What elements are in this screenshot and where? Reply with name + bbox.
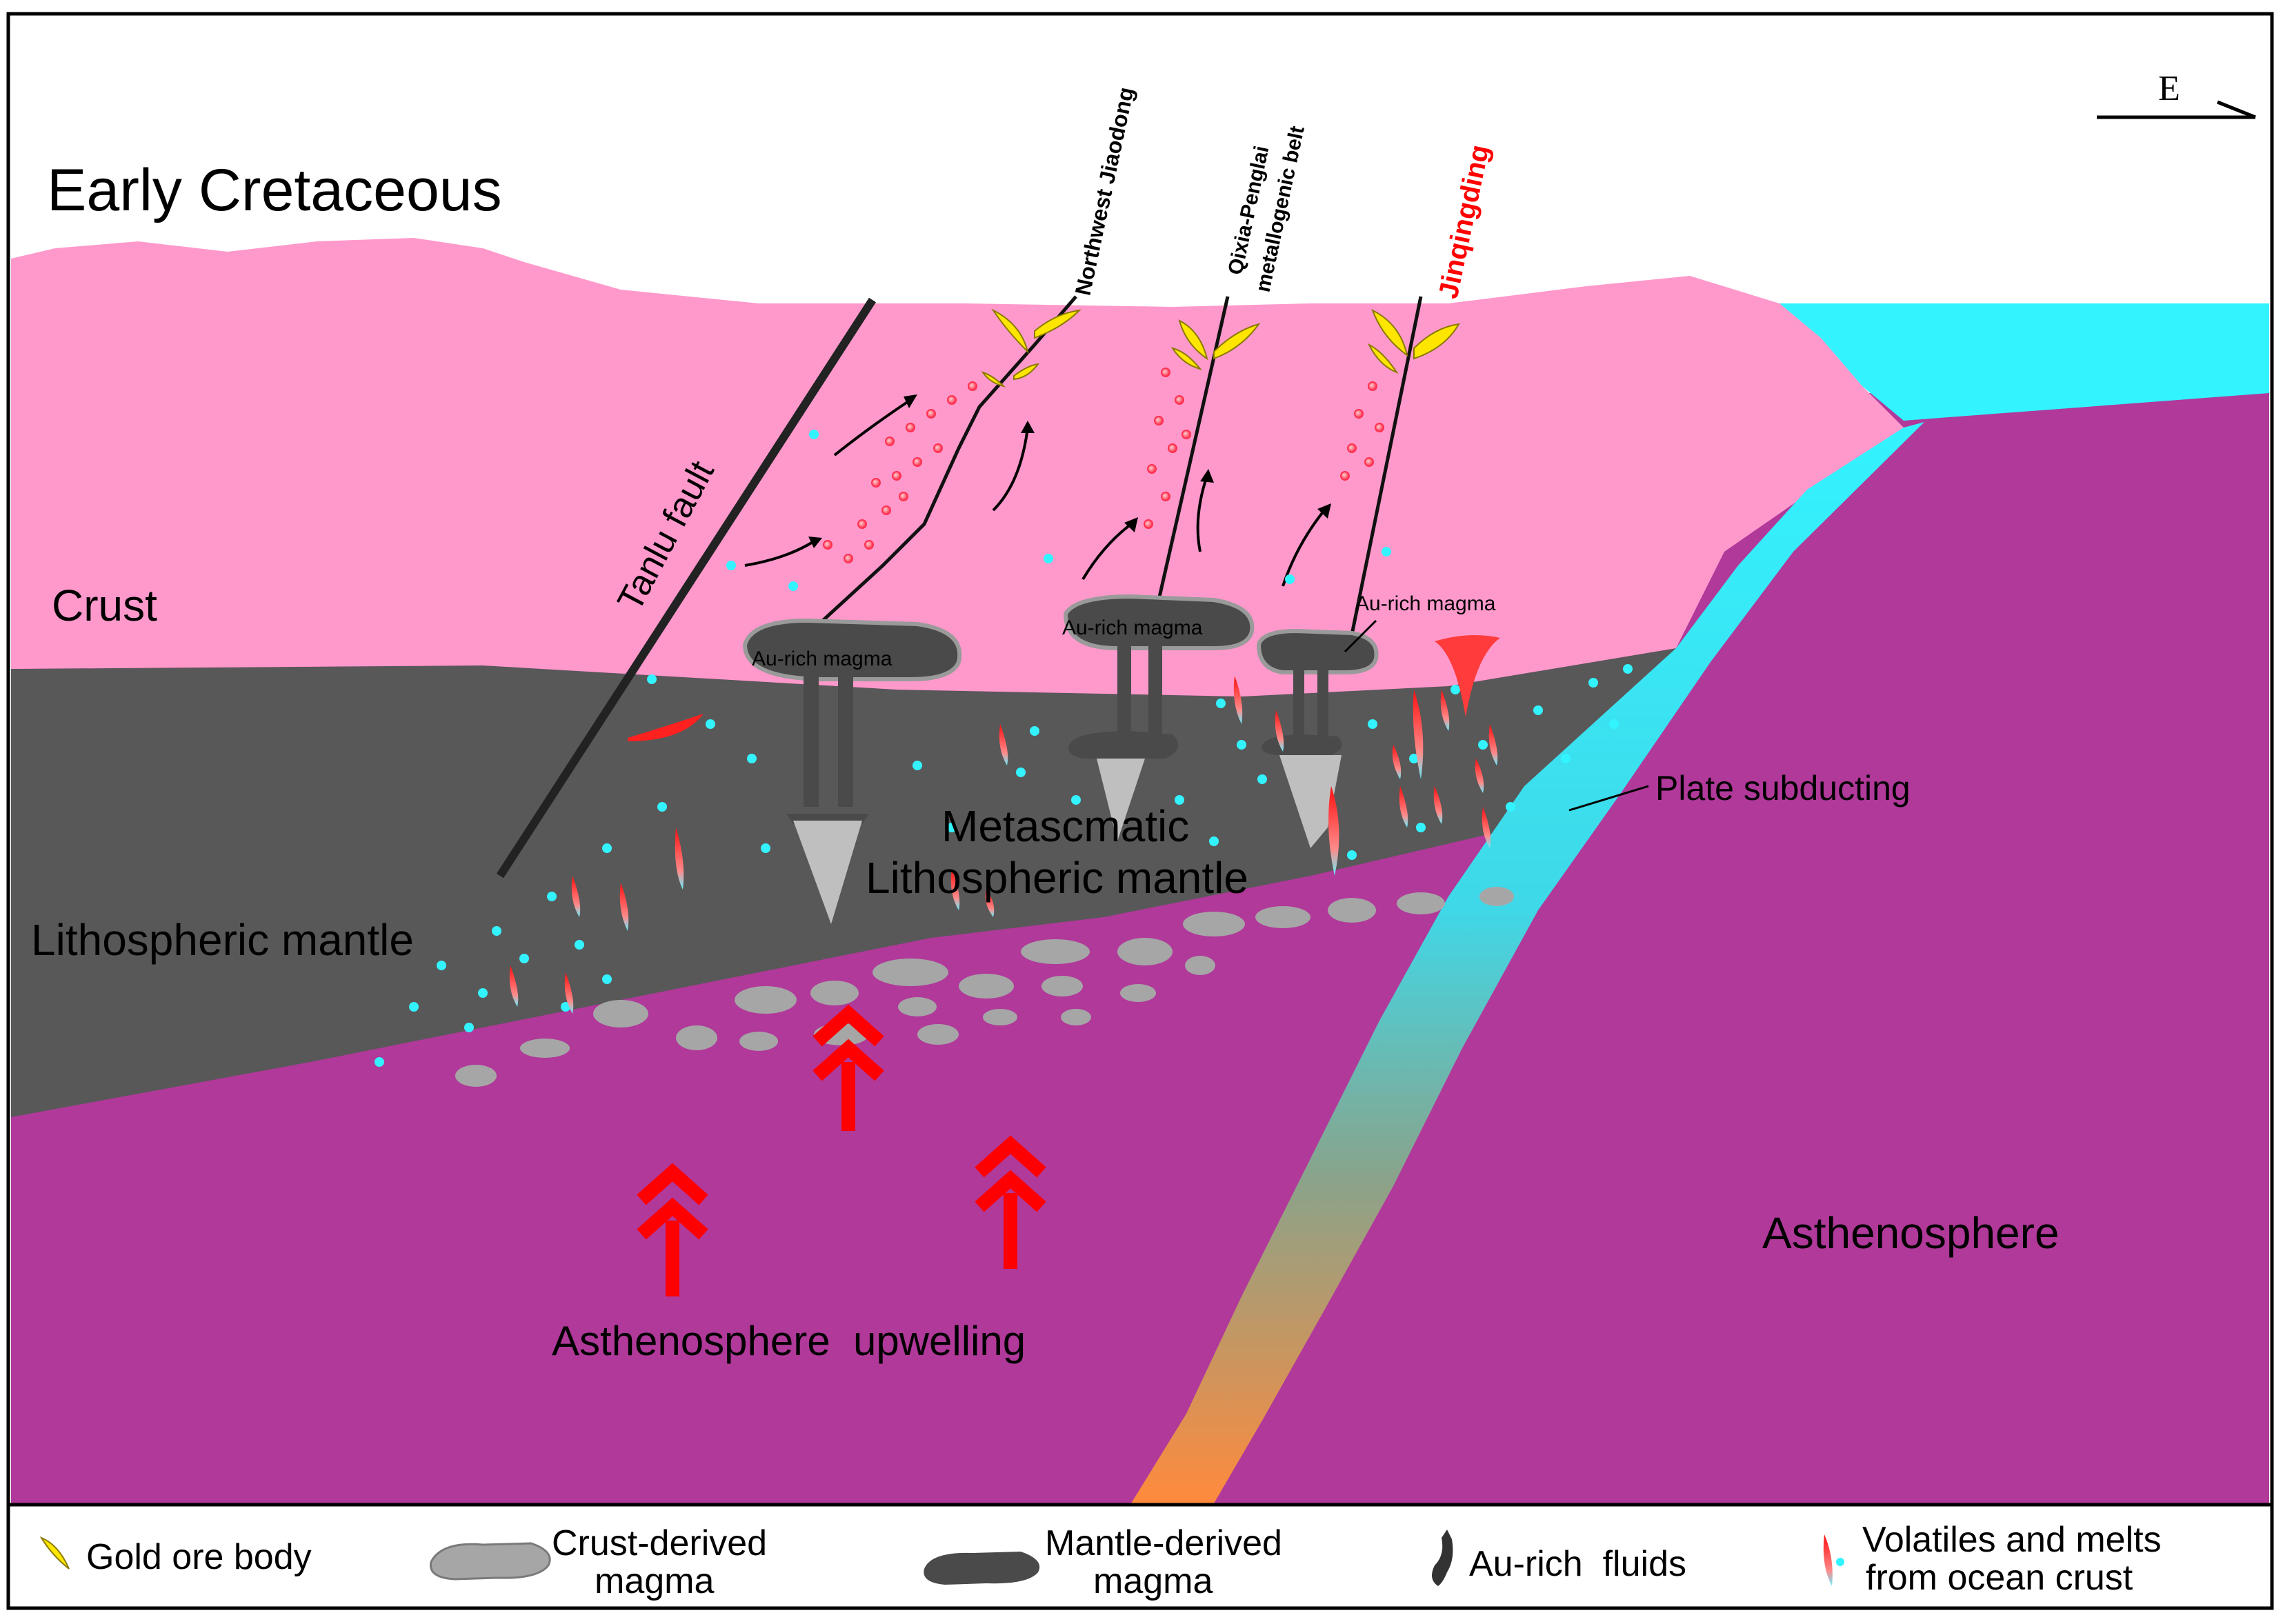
melt-streak	[628, 714, 704, 741]
crust-magma-legend-icon	[429, 1542, 551, 1581]
gold-ore-legend-label: Gold ore body	[86, 1537, 312, 1577]
melt-funnel	[1435, 635, 1500, 717]
volatiles-legend-line2: from ocean crust	[1866, 1558, 2133, 1598]
plate-label-leader	[1568, 785, 1649, 812]
lithospheric-mantle-label: Lithospheric mantle	[31, 915, 414, 965]
mantle-derived-magma-bodies	[742, 594, 1379, 924]
au-fluids-legend-label: Au-rich fluids	[1469, 1544, 1686, 1584]
direction-label: E	[2158, 69, 2180, 108]
subducting-plate	[1131, 422, 1924, 1503]
magma-label-2: Au-rich magma	[1062, 616, 1203, 639]
diagram-title: Early Cretaceous	[47, 157, 502, 223]
crust-label: Crust	[52, 581, 157, 630]
magma-label-1: Au-rich magma	[752, 648, 893, 670]
volatiles-legend-icon	[1823, 1534, 1833, 1586]
upwelling-label: Asthenosphere upwelling	[552, 1318, 1026, 1364]
tanlu-fault-line	[496, 297, 877, 879]
upwelling-arrows	[637, 1004, 1046, 1296]
fluid-arrow-heads	[808, 394, 1331, 548]
lithospheric-mantle-layer	[11, 648, 1697, 1117]
magma-label-3: Au-rich magma	[1355, 592, 1496, 615]
plate-subducting-label: Plate subducting	[1655, 769, 1911, 808]
crust-layer	[11, 238, 1904, 696]
ocean-water	[1779, 303, 2269, 421]
metasomatic-label-line2: Lithospheric mantle	[866, 853, 1248, 903]
cyan-volatile-dots	[375, 430, 1633, 1067]
volatiles-legend-dot	[1836, 1558, 1844, 1566]
red-volatile-bubbles	[823, 368, 1384, 563]
gold-ore-bodies	[981, 308, 1460, 388]
mantle-magma-legend-line1: Mantle-derived	[1045, 1523, 1282, 1563]
direction-indicator: E	[2097, 69, 2256, 119]
volatiles-legend-line1: Volatiles and melts	[1862, 1520, 2162, 1560]
crust-magma-legend-line2: magma	[595, 1561, 714, 1601]
ore-faults	[799, 295, 1423, 643]
volatile-melt-drops	[509, 676, 1498, 1014]
crust-magma-legend-line1: Crust-derived	[552, 1523, 767, 1563]
au-fluids-legend-icon	[1432, 1530, 1453, 1586]
gold-ore-legend-icon	[39, 1536, 70, 1570]
mantle-magma-legend-icon	[924, 1552, 1040, 1585]
legend: Gold ore body Crust-derived magma Mantle…	[8, 1503, 2272, 1601]
magma-label-leader	[1344, 619, 1377, 653]
mantle-magma-legend-line2: magma	[1093, 1561, 1213, 1601]
asthenosphere-label: Asthenosphere	[1762, 1208, 2060, 1258]
metasomatic-label-line1: Metascmatic	[941, 801, 1189, 851]
